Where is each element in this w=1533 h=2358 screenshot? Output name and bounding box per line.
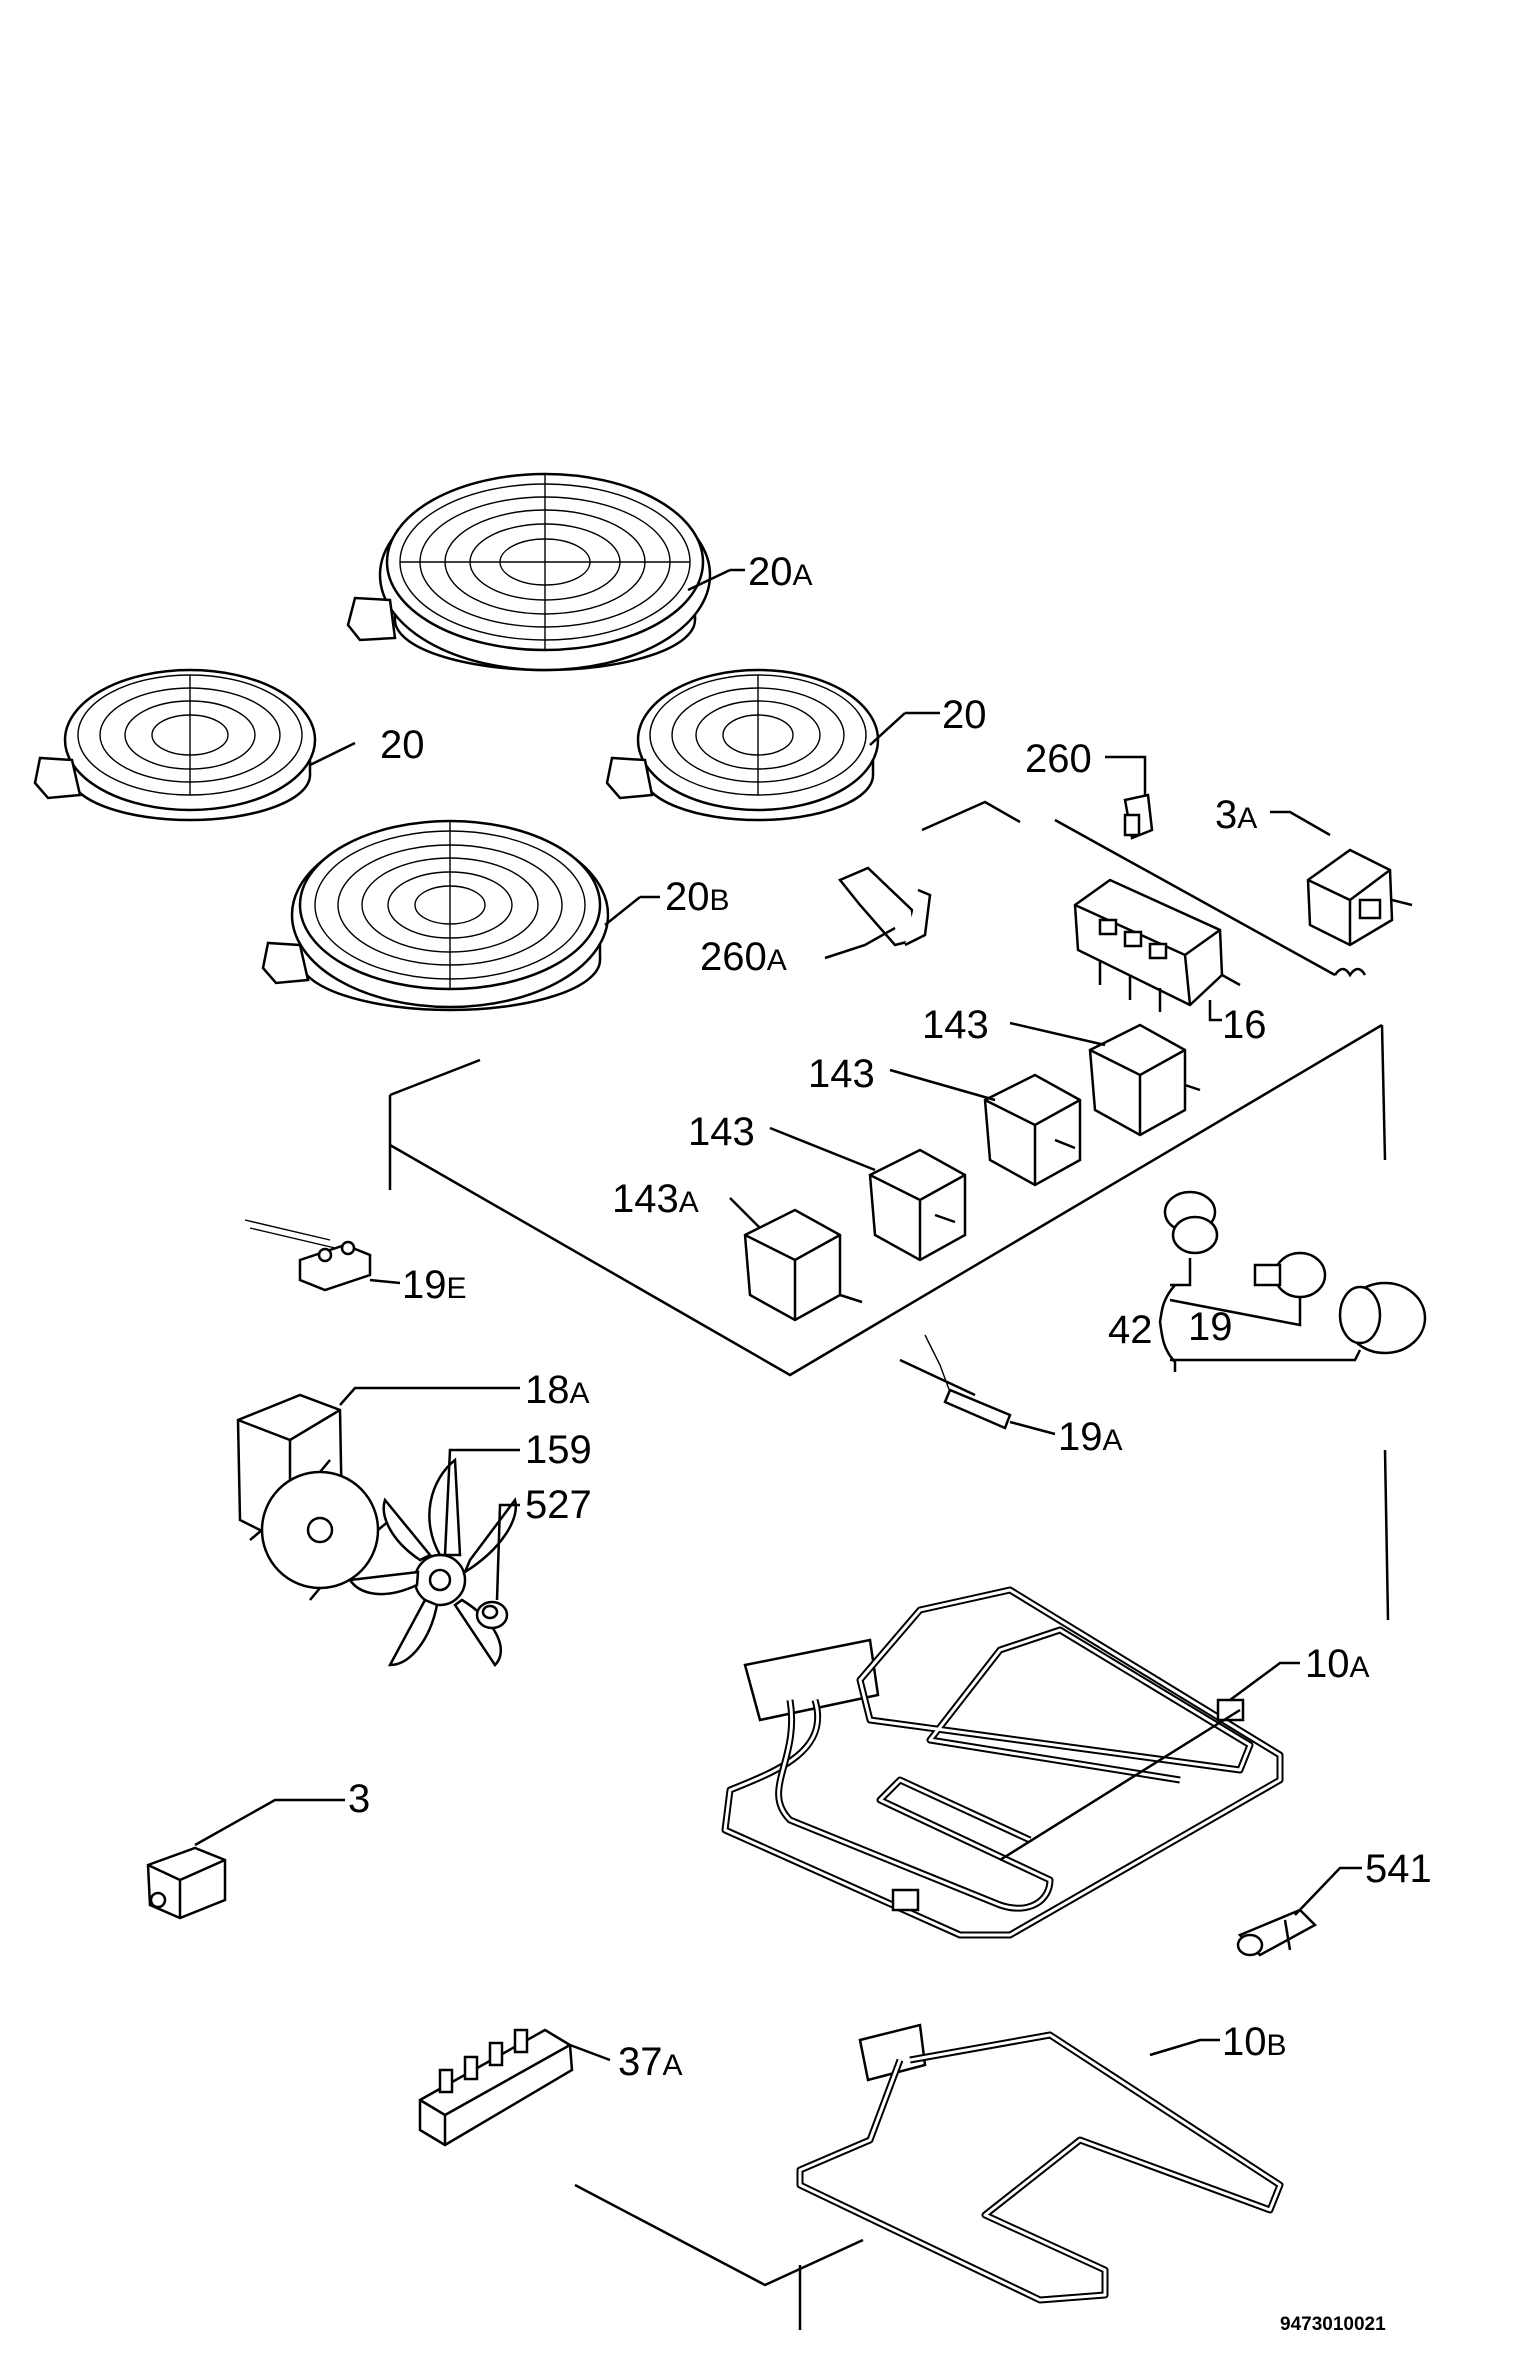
selector-switch-16[interactable] [1073, 878, 1241, 1012]
diagram-code: 9473010021 [1280, 2314, 1386, 2335]
callout-10b: 10B [1222, 2020, 1287, 2064]
callout-20b: 20B [665, 875, 730, 919]
callout-20a: 20A [748, 550, 813, 594]
svg-text:10B: 10B [1222, 2020, 1287, 2064]
callout-143a: 143A [612, 1177, 699, 1221]
assembly-frame-lines [388, 800, 1390, 2330]
callout-leaders [194, 568, 1362, 2062]
callout-19e: 19E [402, 1263, 467, 1307]
svg-text:37A: 37A [618, 2040, 683, 2084]
hotplate-20a[interactable] [346, 472, 712, 672]
svg-text:20B: 20B [665, 875, 730, 919]
lower-element-10b[interactable] [796, 2023, 1284, 2304]
energy-regulator-143a[interactable] [743, 1208, 863, 1322]
callout-260a: 260A [700, 935, 787, 979]
svg-text:143: 143 [808, 1052, 875, 1096]
callout-541: 541 [1365, 1847, 1432, 1891]
callout-143-1: 143 [922, 1003, 989, 1047]
svg-text:20A: 20A [748, 550, 813, 594]
callout-18a: 18A [525, 1368, 590, 1412]
callout-19: 19 [1188, 1305, 1233, 1349]
callout-20-right: 20 [942, 693, 987, 737]
energy-regulator-143-3[interactable] [868, 1148, 967, 1262]
hotplate-20-right[interactable] [605, 668, 880, 822]
svg-text:143: 143 [922, 1003, 989, 1047]
thermostat-3a[interactable] [1306, 848, 1413, 947]
svg-text:3A: 3A [1215, 793, 1257, 837]
grill-element-10a[interactable] [721, 1586, 1284, 1939]
svg-text:16: 16 [1222, 1003, 1267, 1047]
callout-16: 16 [1222, 1003, 1267, 1047]
svg-text:10A: 10A [1305, 1642, 1370, 1686]
fan-nut-527[interactable] [475, 1600, 509, 1630]
terminal-block-37a[interactable] [418, 2028, 574, 2147]
clip-260[interactable] [1123, 793, 1154, 840]
svg-text:3: 3 [348, 1777, 370, 1821]
callout-42: 42 [1108, 1308, 1153, 1352]
fan-blade-159[interactable] [347, 1457, 518, 1667]
thermostat-capillary-rod [1054, 818, 1367, 978]
terminal-19e[interactable] [244, 1219, 372, 1292]
svg-text:527: 527 [525, 1483, 592, 1527]
callout-143-3: 143 [688, 1110, 755, 1154]
energy-regulator-143-2[interactable] [983, 1073, 1082, 1187]
svg-text:143A: 143A [612, 1177, 699, 1221]
svg-text:143: 143 [688, 1110, 755, 1154]
callout-3a: 3A [1215, 793, 1257, 837]
svg-text:18A: 18A [525, 1368, 590, 1412]
svg-text:19A: 19A [1058, 1415, 1123, 1459]
lamp-bulb-icon [1253, 1251, 1327, 1299]
temperature-probe-19a[interactable] [899, 1334, 1012, 1430]
svg-text:159: 159 [525, 1428, 592, 1472]
fan-motor-18a[interactable] [236, 1393, 391, 1601]
callout-19a: 19A [1058, 1415, 1123, 1459]
svg-text:260A: 260A [700, 935, 787, 979]
bracket-260a[interactable] [837, 866, 932, 947]
clip-541[interactable] [1236, 1908, 1318, 1957]
hotplate-20b[interactable] [261, 819, 610, 1012]
callout-143-2: 143 [808, 1052, 875, 1096]
hotplate-20-left[interactable] [33, 668, 317, 822]
lamp-cover [1338, 1281, 1427, 1355]
svg-text:19: 19 [1188, 1305, 1233, 1349]
lamp-assembly-42[interactable] [1158, 1190, 1427, 1372]
svg-text:541: 541 [1365, 1847, 1432, 1891]
callout-3: 3 [348, 1777, 370, 1821]
callout-260: 260 [1025, 737, 1092, 781]
callout-159: 159 [525, 1428, 592, 1472]
callout-10a: 10A [1305, 1642, 1370, 1686]
svg-text:19E: 19E [402, 1263, 467, 1307]
svg-text:42: 42 [1108, 1308, 1153, 1352]
svg-text:260: 260 [1025, 737, 1092, 781]
callout-37a: 37A [618, 2040, 683, 2084]
callout-527: 527 [525, 1483, 592, 1527]
callout-20-left: 20 [380, 723, 425, 767]
svg-text:20: 20 [380, 723, 425, 767]
lamp-holder [1163, 1190, 1219, 1255]
door-switch-3[interactable] [146, 1846, 227, 1920]
energy-regulator-143-1[interactable] [1088, 1023, 1201, 1137]
svg-text:20: 20 [942, 693, 987, 737]
